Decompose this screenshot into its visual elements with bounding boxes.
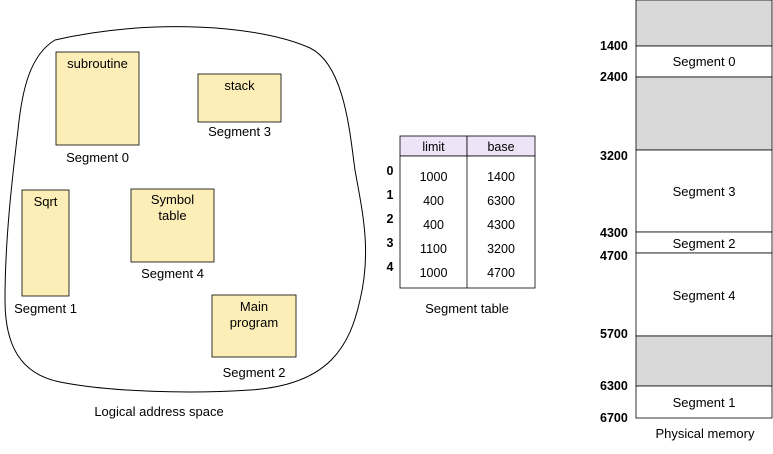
logical-space-outline (4, 26, 367, 393)
address-6700: 6700 (600, 411, 628, 425)
segment-4-name-line2: table (158, 208, 186, 223)
address-6300: 6300 (600, 379, 628, 393)
memory-region-segment-0 (635, 45, 773, 78)
memory-label-segment-4: Segment 4 (673, 288, 736, 303)
segment-0-box (55, 51, 140, 146)
memory-region-segment-3 (635, 149, 773, 233)
table-base-0: 1400 (487, 170, 515, 184)
table-base-2: 4300 (487, 218, 515, 232)
segment-3-name: stack (224, 78, 255, 93)
table-header-limit: limit (422, 140, 445, 154)
table-limit-3: 1100 (420, 242, 447, 256)
memory-label-segment-3: Segment 3 (673, 184, 736, 199)
segment-2-box (211, 294, 297, 358)
table-index-3: 3 (387, 236, 394, 250)
table-limit-4: 1000 (420, 266, 448, 280)
table-limit-0: 1000 (420, 170, 448, 184)
table-limit-2: 400 (423, 218, 444, 232)
address-1400: 1400 (600, 39, 628, 53)
table-index-4: 4 (387, 260, 394, 274)
physical-memory-caption: Physical memory (656, 426, 755, 441)
table-header-base: base (487, 140, 514, 154)
address-4300: 4300 (600, 226, 628, 240)
memory-label-segment-2: Segment 2 (673, 236, 736, 251)
address-5700: 5700 (600, 327, 628, 341)
table-limit-1: 400 (423, 194, 444, 208)
memory-region-free-2 (635, 335, 773, 387)
memory-region-segment-4 (635, 252, 773, 337)
memory-label-segment-0: Segment 0 (673, 54, 736, 69)
table-body (399, 155, 536, 289)
segment-0-name: subroutine (67, 56, 128, 71)
table-base-3: 3200 (487, 242, 515, 256)
segment-3-label: Segment 3 (208, 124, 271, 139)
segment-1-name: Sqrt (34, 194, 58, 209)
address-2400: 2400 (600, 70, 628, 84)
address-4700: 4700 (600, 249, 628, 263)
memory-region-free-top (635, 0, 773, 47)
segment-2-name-line1: Main (240, 299, 268, 314)
segment-4-label: Segment 4 (141, 266, 204, 281)
address-3200: 3200 (600, 149, 628, 163)
memory-label-segment-1: Segment 1 (673, 395, 736, 410)
table-index-0: 0 (387, 164, 394, 178)
segment-4-name-line1: Symbol (151, 192, 194, 207)
segment-1-label: Segment 1 (14, 301, 77, 316)
segment-3-box (197, 73, 282, 123)
segment-4-box (130, 188, 215, 263)
table-index-2: 2 (387, 212, 394, 226)
segment-2-name-line2: program (230, 315, 278, 330)
table-index-1: 1 (387, 188, 394, 202)
logical-space-caption: Logical address space (94, 404, 223, 419)
table-base-4: 4700 (487, 266, 515, 280)
segment-2-label: Segment 2 (223, 365, 286, 380)
segment-1-box (21, 189, 70, 297)
table-base-1: 6300 (487, 194, 515, 208)
segment-0-label: Segment 0 (66, 150, 129, 165)
memory-region-free-1 (635, 76, 773, 151)
memory-region-segment-1 (635, 385, 773, 419)
segment-table-caption: Segment table (425, 301, 509, 316)
